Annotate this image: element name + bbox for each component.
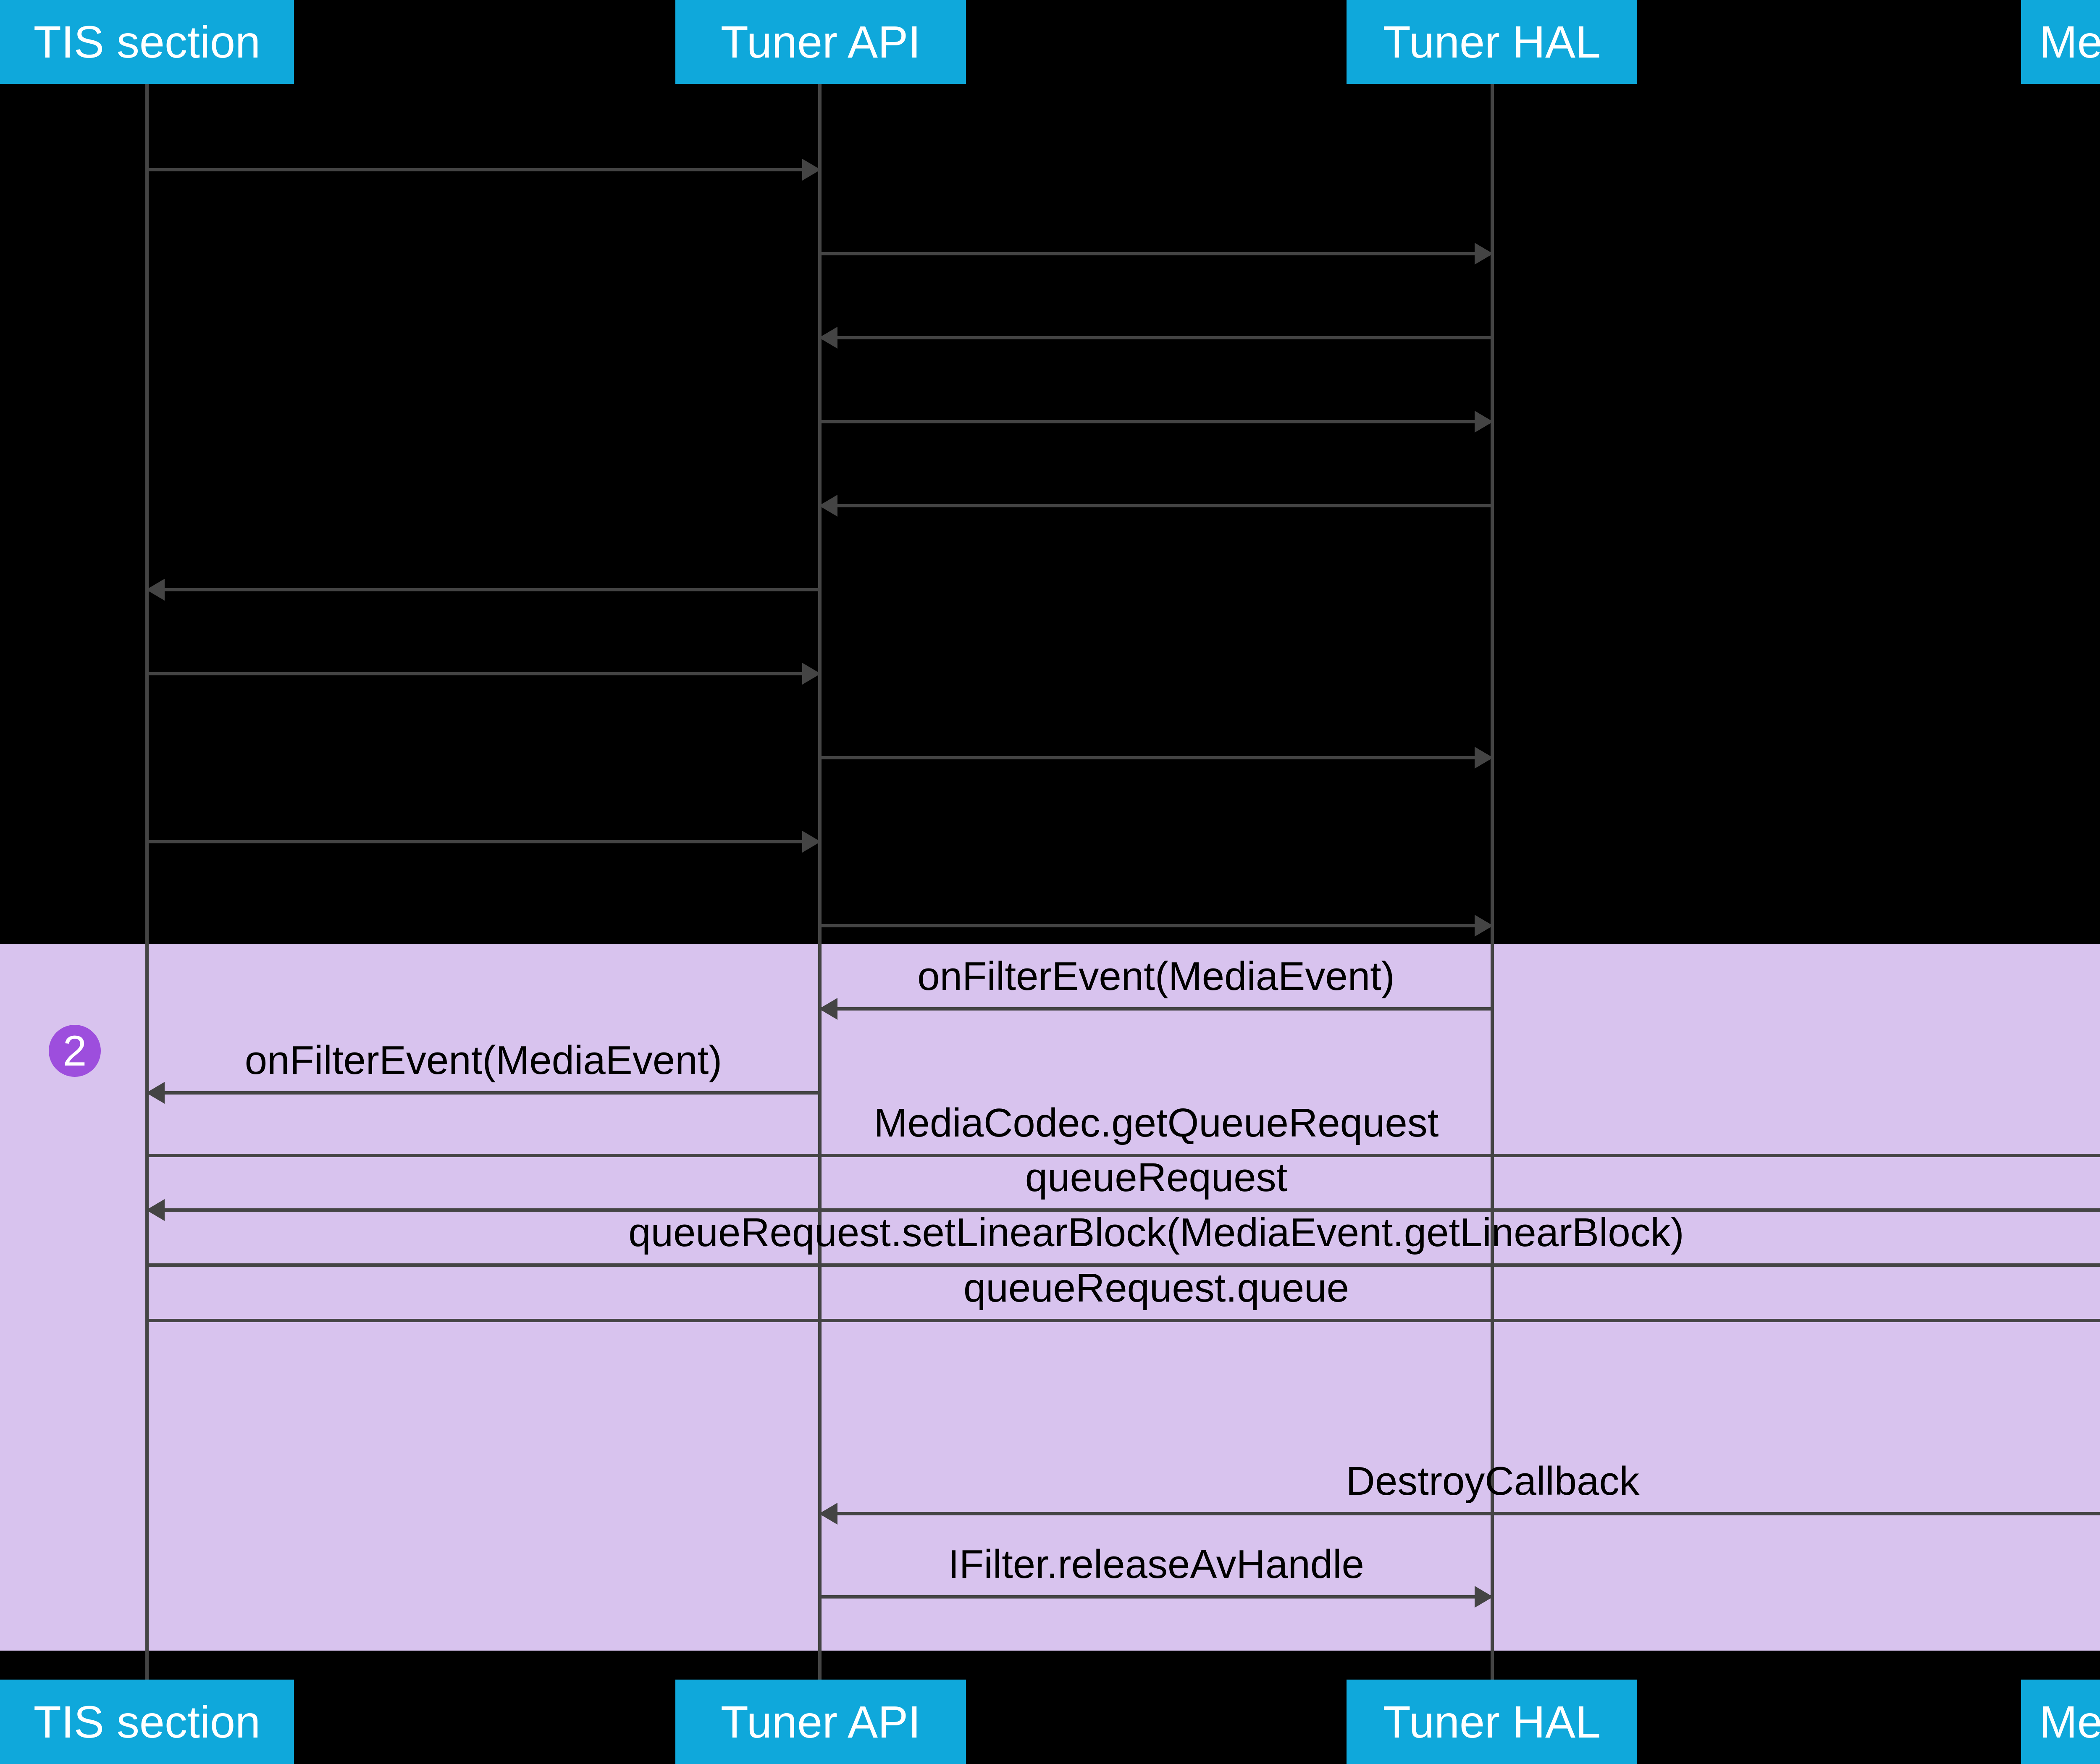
participant-label: MediaCodec	[2039, 1696, 2100, 1747]
participant-label: Tuner HAL	[1383, 1696, 1601, 1747]
lifeline-tis	[145, 84, 149, 1680]
message-line	[147, 1091, 820, 1095]
participant-label: Tuner API	[720, 16, 921, 67]
participant-label: TIS section	[33, 16, 261, 67]
message-line	[147, 672, 820, 675]
arrowhead-icon	[146, 1082, 165, 1104]
message-line	[147, 1208, 2100, 1212]
arrowhead-icon	[819, 327, 837, 349]
arrowhead-icon	[1475, 1586, 1493, 1608]
message-line	[820, 1007, 1492, 1011]
participant-footer-tis[interactable]: TIS section	[0, 1680, 294, 1764]
arrowhead-icon	[1475, 243, 1493, 265]
message-line	[820, 1512, 2100, 1515]
participant-footer-tuner_hal[interactable]: Tuner HAL	[1347, 1680, 1637, 1764]
arrowhead-icon	[802, 663, 821, 685]
message-line	[147, 1263, 2100, 1267]
lifeline-tuner_hal	[1491, 84, 1494, 1680]
participant-footer-tuner_api[interactable]: Tuner API	[675, 1680, 966, 1764]
arrowhead-icon	[1475, 411, 1493, 433]
message-line	[820, 252, 1492, 255]
participant-footer-mediacodec[interactable]: MediaCodec	[2021, 1680, 2100, 1764]
message-label: onFilterEvent(MediaEvent)	[917, 954, 1395, 999]
arrowhead-icon	[819, 495, 837, 517]
arrowhead-icon	[819, 998, 837, 1020]
message-line	[820, 1595, 1492, 1599]
arrowhead-icon	[1475, 915, 1493, 937]
message-line	[147, 168, 820, 171]
arrowhead-icon	[146, 579, 165, 601]
arrowhead-icon	[146, 1199, 165, 1221]
message-label: MediaCodec.getQueueRequest	[874, 1100, 1439, 1146]
message-line	[147, 588, 820, 591]
message-line	[147, 1154, 2100, 1157]
arrowhead-icon	[819, 1503, 837, 1525]
participant-label: Tuner HAL	[1383, 16, 1601, 67]
message-line	[147, 1319, 2100, 1322]
message-label: queueRequest	[1025, 1155, 1288, 1200]
participant-header-tuner_hal[interactable]: Tuner HAL	[1347, 0, 1637, 84]
message-line	[820, 504, 1492, 507]
participant-label: TIS section	[33, 1696, 261, 1747]
step-badge-2[interactable]: 2	[49, 1025, 101, 1077]
participant-label: MediaCodec	[2039, 16, 2100, 67]
message-line	[820, 756, 1492, 759]
message-line	[147, 840, 820, 843]
message-label: DestroyCallback	[1346, 1459, 1640, 1504]
message-label: queueRequest.setLinearBlock(MediaEvent.g…	[628, 1210, 1684, 1255]
arrowhead-icon	[1475, 747, 1493, 769]
participant-label: Tuner API	[720, 1696, 921, 1747]
participant-header-tuner_api[interactable]: Tuner API	[675, 0, 966, 84]
message-label: IFilter.releaseAvHandle	[948, 1542, 1364, 1587]
arrowhead-icon	[802, 159, 821, 181]
arrowhead-icon	[802, 831, 821, 853]
message-label: onFilterEvent(MediaEvent)	[244, 1038, 722, 1083]
highlight-region-step-2	[0, 944, 2100, 1651]
lifeline-tuner_api	[818, 84, 822, 1680]
message-line	[820, 336, 1492, 339]
message-label: queueRequest.queue	[963, 1265, 1349, 1311]
message-line	[820, 924, 1492, 927]
participant-header-mediacodec[interactable]: MediaCodec	[2021, 0, 2100, 84]
participant-header-tis[interactable]: TIS section	[0, 0, 294, 84]
message-line	[820, 420, 1492, 423]
